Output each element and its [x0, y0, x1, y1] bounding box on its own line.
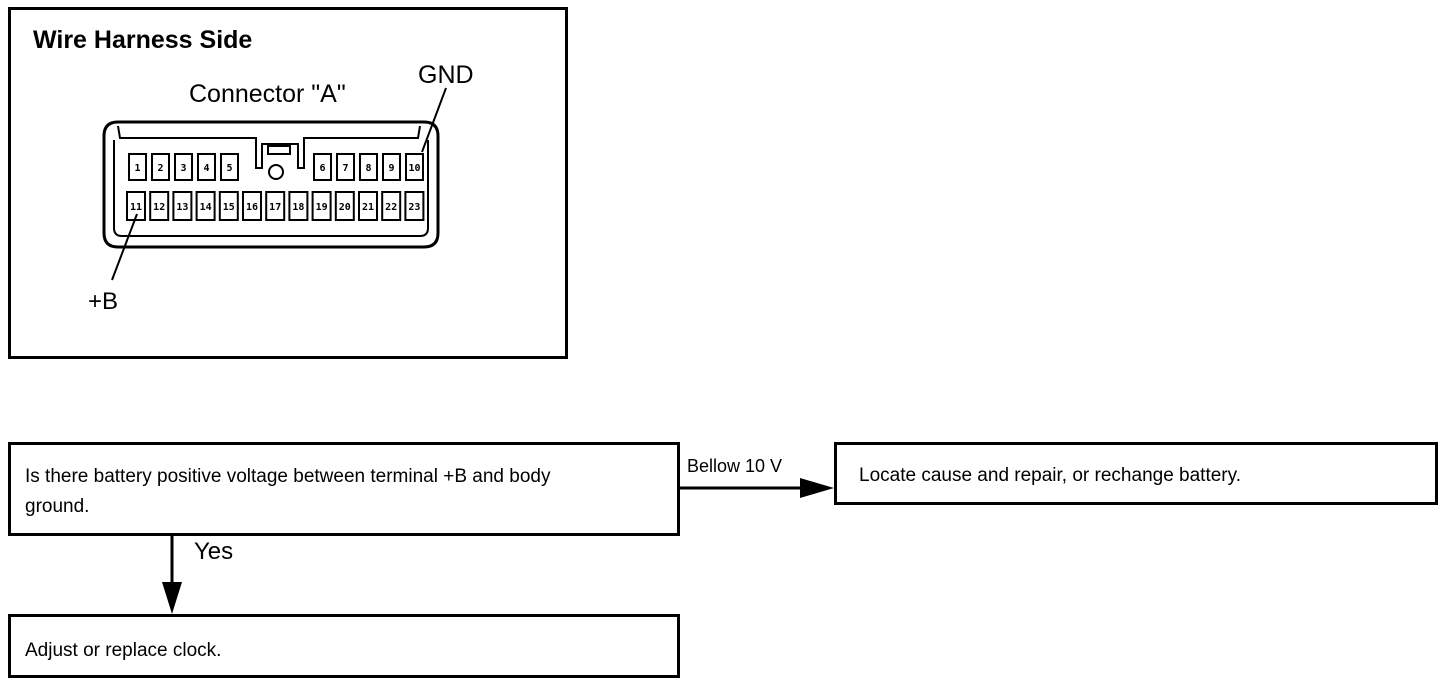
- pin-label-3: 3: [180, 163, 186, 174]
- pin-label-12: 12: [153, 202, 165, 213]
- pin-17: [265, 191, 286, 221]
- yes-result-text: Adjust or replace clock.: [25, 640, 222, 661]
- pin-label-1: 1: [134, 163, 140, 174]
- pin-13: [172, 191, 193, 221]
- pin-label-18: 18: [292, 202, 304, 213]
- connector-label: Connector "A": [189, 80, 346, 108]
- pin-label-19: 19: [316, 202, 328, 213]
- gnd-terminal-label: GND: [418, 61, 474, 89]
- no-branch-label: Bellow 10 V: [687, 456, 783, 476]
- pin-18: [288, 191, 309, 221]
- connector-key-hole: [268, 164, 284, 180]
- question-text: Is there battery positive voltage betwee…: [25, 466, 551, 517]
- pin-label-22: 22: [385, 202, 397, 213]
- pin-label-6: 6: [319, 163, 325, 174]
- pin-1: [128, 153, 147, 181]
- no-result-text: Locate cause and repair, or rechange bat…: [859, 465, 1242, 486]
- no-result-box: Locate cause and repair, or rechange bat…: [834, 442, 1438, 505]
- wire-harness-panel: Wire Harness Side Connector "A" GND +B: [8, 7, 568, 359]
- pin-label-4: 4: [203, 163, 209, 174]
- pin-14: [195, 191, 216, 221]
- pin-16: [242, 191, 262, 221]
- pin-11: [126, 191, 146, 221]
- pin-label-2: 2: [157, 163, 163, 174]
- pin-10: [405, 153, 424, 181]
- question-box: Is there battery positive voltage betwee…: [8, 442, 680, 536]
- pin-label-17: 17: [269, 202, 281, 213]
- panel-title: Wire Harness Side: [33, 26, 253, 54]
- gnd-leader-line: [421, 87, 447, 153]
- pin-6: [313, 153, 332, 181]
- pin-20: [334, 191, 355, 221]
- pin-label-10: 10: [408, 163, 420, 174]
- pin-9: [382, 153, 401, 181]
- connector-shell: [102, 120, 440, 249]
- yes-branch-label: Yes: [194, 538, 234, 565]
- pin-label-14: 14: [200, 202, 212, 213]
- b-leader-line: [111, 213, 138, 281]
- pin-label-9: 9: [388, 163, 394, 174]
- pin-label-13: 13: [176, 202, 188, 213]
- pin-label-8: 8: [365, 163, 371, 174]
- connector-inner-outline: [117, 125, 421, 169]
- pin-label-15: 15: [223, 202, 235, 213]
- pin-label-20: 20: [339, 202, 351, 213]
- connector-latch: [267, 145, 291, 155]
- pin-5: [220, 153, 239, 181]
- pin-15: [218, 191, 239, 221]
- pin-22: [381, 191, 402, 221]
- pin-3: [174, 153, 193, 181]
- pin-7: [336, 153, 355, 181]
- connector-inner-body: [113, 140, 429, 237]
- pin-label-21: 21: [362, 202, 374, 213]
- pin-2: [151, 153, 170, 181]
- pin-label-11: 11: [130, 202, 142, 213]
- pin-21: [358, 191, 378, 221]
- pin-19: [311, 191, 332, 221]
- pin-label-23: 23: [408, 202, 420, 213]
- pin-12: [149, 191, 170, 221]
- pin-8: [359, 153, 378, 181]
- pin-4: [197, 153, 216, 181]
- yes-result-box: Adjust or replace clock.: [8, 614, 680, 678]
- pin-23: [404, 191, 425, 221]
- pin-label-16: 16: [246, 202, 258, 213]
- pin-label-5: 5: [226, 163, 232, 174]
- pin-label-7: 7: [342, 163, 348, 174]
- b-terminal-label: +B: [88, 288, 119, 315]
